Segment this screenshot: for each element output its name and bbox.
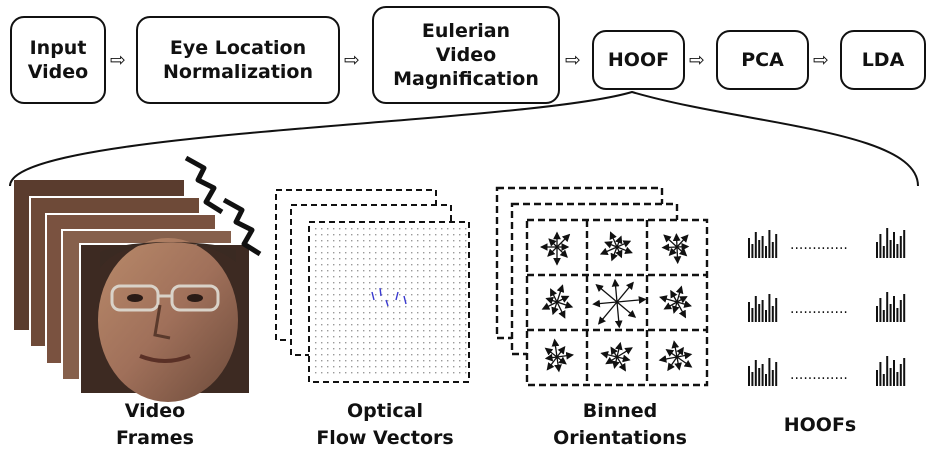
arrow-icon: ⇨ [344,49,360,71]
step-pca: PCA [716,30,809,90]
arrow-icon: ⇨ [110,49,126,71]
orientation-grid-icon [495,186,709,387]
label-binned-orientations: Binned Orientations [553,400,687,449]
step-eye-location: Eye Location Normalization [136,16,340,104]
label-video-frames: Video Frames [116,400,194,449]
arrow-icon: ⇨ [565,49,581,71]
flow-field-icon [275,189,470,383]
step-input-video: Input Video [10,16,106,104]
histogram-icon [748,228,906,386]
hoof-ellipsis-1: ............. [790,237,848,253]
label-hoofs: HOOFs [783,414,857,436]
step-hoof: HOOF [592,30,685,90]
arrow-icon: ⇨ [813,49,829,71]
hoof-ellipsis-2: ............. [790,301,848,317]
face-frame-stack-icon [14,180,251,402]
arrow-icon: ⇨ [689,49,705,71]
step-evm: Eulerian Video Magnification [372,6,560,104]
label-optical-flow: Optical Flow Vectors [316,400,454,449]
hoof-ellipsis-3: ............. [790,367,848,383]
bracket-icon [184,155,262,257]
step-lda: LDA [840,30,926,90]
expansion-brace [9,90,919,187]
